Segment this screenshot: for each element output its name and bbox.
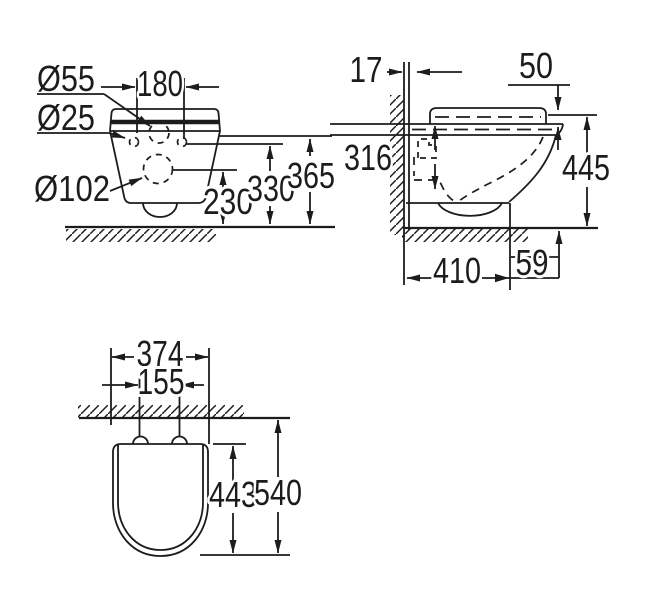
bowl-front-curve	[508, 134, 557, 203]
inner-bottom-hidden-line	[414, 179, 457, 203]
plan-bolt-bump-right	[171, 435, 188, 445]
flush-channel-hidden-outline	[417, 138, 437, 159]
side-bottom-hatch	[402, 229, 528, 242]
dim-arrowhead-410-right	[495, 273, 509, 283]
front-floor-hatch	[66, 229, 216, 242]
plan-bolt-bump-left	[132, 435, 149, 445]
plan-seat-outer-outline	[112, 443, 209, 557]
dim-text-17: 17	[350, 49, 383, 90]
leader-arrow-dia25	[108, 130, 126, 139]
dim-text-dia55: Ø55	[37, 58, 95, 99]
bolt-hole-left-circle	[128, 136, 140, 148]
dim-text-374: 374	[137, 333, 184, 374]
dim-text-50: 50	[519, 45, 553, 86]
plan-wall-hatch	[78, 405, 244, 418]
plan-seat-inner-outline	[117, 444, 204, 551]
wall-hatch	[390, 95, 404, 235]
inner-bowl-hidden-curve	[458, 136, 544, 202]
dim-text-445: 445	[562, 147, 610, 188]
leader-arrow-dia55	[103, 93, 151, 127]
front-toilet-outline	[109, 108, 221, 204]
dim-text-330: 330	[247, 168, 295, 209]
dim-text-443: 443	[209, 474, 257, 515]
rim-front-edge	[555, 123, 564, 136]
leader-arrow-dia102	[109, 177, 143, 192]
dim-text-230: 230	[203, 181, 253, 222]
front-outlet-arc	[142, 202, 178, 218]
dim-text-dia25: Ø25	[37, 97, 95, 138]
plan-view: 374 155 443 540	[78, 330, 305, 557]
dim-text-316: 316	[344, 137, 392, 178]
flush-hole-circle	[148, 122, 170, 144]
dim-text-410: 410	[433, 250, 481, 291]
seat-lid-outline	[429, 107, 547, 124]
dim-text-59: 59	[516, 242, 549, 283]
bolt-hole-right-circle	[176, 136, 188, 148]
side-view: 17 50 316 445	[330, 42, 613, 294]
outlet-hole-circle	[142, 153, 174, 185]
dim-text-180: 180	[137, 63, 183, 104]
front-view: 180 Ø55 Ø25 Ø102 230 330 365	[31, 55, 338, 242]
dim-text-155: 155	[138, 361, 185, 402]
dim-text-dia102: Ø102	[34, 168, 110, 209]
outlet-profile-arc	[437, 202, 503, 217]
dim-text-540: 540	[254, 472, 302, 513]
dim-text-365: 365	[287, 155, 335, 196]
